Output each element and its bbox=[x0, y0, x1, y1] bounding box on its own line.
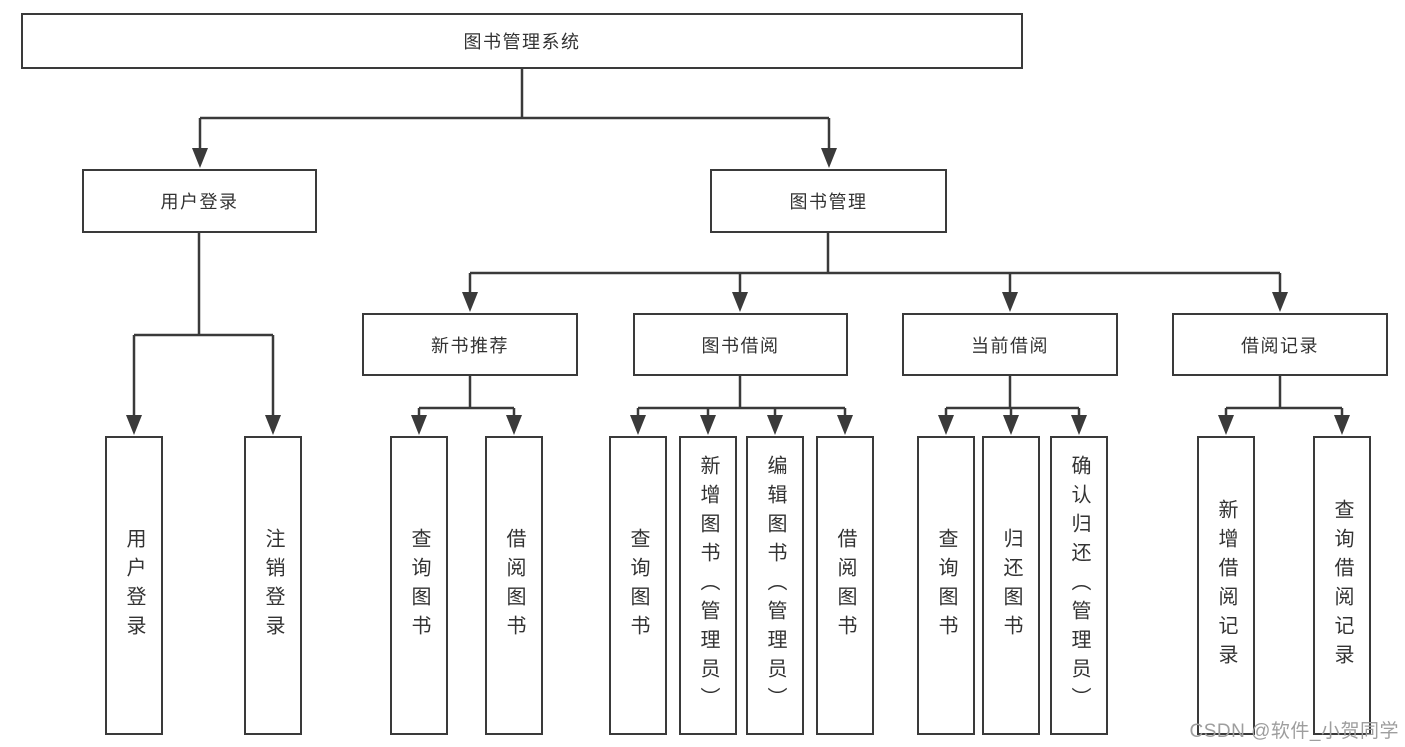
node-book-management: 图书管理 bbox=[710, 169, 947, 233]
node-book-borrowing: 图书借阅 bbox=[633, 313, 848, 376]
leaf-borrow-books: 借阅图书 bbox=[816, 436, 874, 735]
node-current-borrowing: 当前借阅 bbox=[902, 313, 1118, 376]
node-library-management-system: 图书管理系统 bbox=[21, 13, 1023, 69]
leaf-query-books-current-label: 查询图书 bbox=[935, 527, 957, 644]
leaf-user-login: 用户登录 bbox=[105, 436, 163, 735]
leaf-borrow-books-label: 借阅图书 bbox=[834, 527, 856, 644]
leaf-edit-book-admin: 编辑图书（管理员） bbox=[746, 436, 804, 735]
leaf-borrow-books-recommend: 借阅图书 bbox=[485, 436, 543, 735]
leaf-add-borrow-record: 新增借阅记录 bbox=[1197, 436, 1255, 735]
leaf-add-book-admin-label: 新增图书（管理员） bbox=[697, 455, 719, 716]
leaf-add-book-admin: 新增图书（管理员） bbox=[679, 436, 737, 735]
leaf-query-borrow-record: 查询借阅记录 bbox=[1313, 436, 1371, 735]
leaf-borrow-books-recommend-label: 借阅图书 bbox=[503, 527, 525, 644]
leaf-query-books-borrow-label: 查询图书 bbox=[627, 527, 649, 644]
leaf-query-books-borrow: 查询图书 bbox=[609, 436, 667, 735]
leaf-user-login-label: 用户登录 bbox=[123, 527, 145, 644]
leaf-confirm-return-admin: 确认归还（管理员） bbox=[1050, 436, 1108, 735]
leaf-logout: 注销登录 bbox=[244, 436, 302, 735]
leaf-query-books-recommend-label: 查询图书 bbox=[408, 527, 430, 644]
leaf-query-borrow-record-label: 查询借阅记录 bbox=[1331, 498, 1353, 673]
node-borrowing-records: 借阅记录 bbox=[1172, 313, 1388, 376]
leaf-return-book: 归还图书 bbox=[982, 436, 1040, 735]
leaf-edit-book-admin-label: 编辑图书（管理员） bbox=[764, 455, 786, 716]
node-user-login: 用户登录 bbox=[82, 169, 317, 233]
leaf-return-book-label: 归还图书 bbox=[1000, 527, 1022, 644]
node-new-book-recommendation: 新书推荐 bbox=[362, 313, 578, 376]
leaf-add-borrow-record-label: 新增借阅记录 bbox=[1215, 498, 1237, 673]
leaf-confirm-return-admin-label: 确认归还（管理员） bbox=[1068, 455, 1090, 716]
leaf-query-books-current: 查询图书 bbox=[917, 436, 975, 735]
leaf-query-books-recommend: 查询图书 bbox=[390, 436, 448, 735]
leaf-logout-label: 注销登录 bbox=[262, 527, 284, 644]
